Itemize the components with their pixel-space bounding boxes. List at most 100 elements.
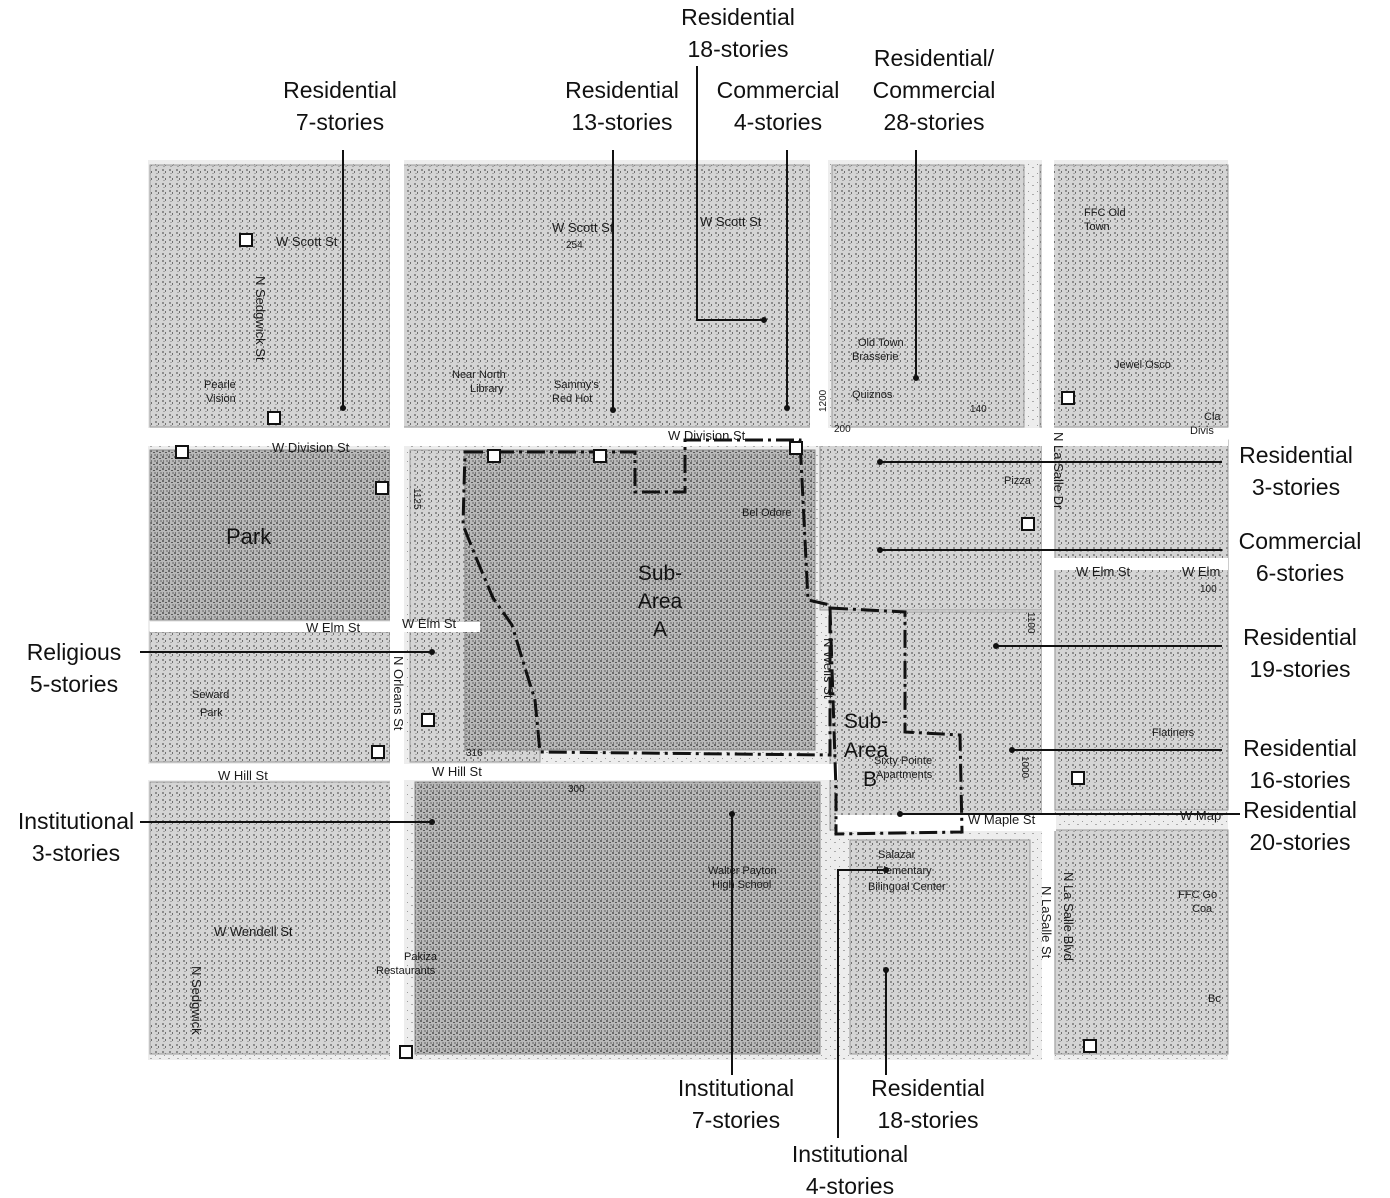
leader-res13-dot <box>610 407 616 413</box>
place-salazar-1: Salazar <box>878 849 916 861</box>
road-w-division <box>148 428 1228 446</box>
addr-316: 316 <box>466 748 483 759</box>
block-ne <box>831 164 1025 428</box>
callout-res18-bot-1: Residential <box>871 1075 985 1101</box>
street-n-lasalle-dr: N La Salle Dr <box>1051 432 1066 510</box>
addr-100: 100 <box>1200 584 1217 595</box>
bus-stop-icon <box>1083 1039 1097 1053</box>
bus-stop-icon <box>1021 517 1035 531</box>
callout-inst3-2: 3-stories <box>32 840 120 866</box>
callout-com6-1: Commercial <box>1239 528 1362 554</box>
subarea-b-line2: Area <box>844 739 889 762</box>
street-n-lasalle-st: N LaSalle St <box>1039 886 1054 959</box>
callout-inst7-2: 7-stories <box>692 1107 780 1133</box>
bus-stop-icon <box>421 713 435 727</box>
callout-res7-1: Residential <box>283 77 397 103</box>
callout-res13-2: 13-stories <box>572 109 673 135</box>
subarea-b-line1: Sub- <box>844 710 888 733</box>
subarea-a-line1: Sub- <box>638 562 682 585</box>
callout-rel5-1: Religious <box>27 639 122 665</box>
street-w-division-2: W Division St <box>668 428 746 443</box>
bus-stop-icon <box>593 449 607 463</box>
block-sw <box>149 781 401 1055</box>
street-w-division-1: W Division St <box>272 440 350 455</box>
leader-res19-dot <box>993 643 999 649</box>
leader-res16-dot <box>1009 747 1015 753</box>
place-jewel-osco: Jewel Osco <box>1114 359 1171 371</box>
place-brasserie-1: Old Town <box>858 337 904 349</box>
place-flatiners: Flatiners <box>1152 727 1195 739</box>
callout-labels: Residential 7-stories Residential 13-sto… <box>18 4 1362 1198</box>
place-pakiza-2: Restaurants <box>376 965 436 977</box>
place-apartments-1: Sixty Pointe <box>874 755 932 767</box>
street-w-maple-1: W Maple St <box>968 812 1036 827</box>
callout-res16-1: Residential <box>1243 735 1357 761</box>
leader-inst4-dot <box>883 867 889 873</box>
street-w-elm-2: W Elm St <box>402 616 457 631</box>
road-w-elm-west <box>150 622 480 632</box>
leader-res7-dot <box>340 405 346 411</box>
place-seward-park-1: Seward <box>192 689 229 701</box>
place-salazar-3: Bilingual Center <box>868 881 946 893</box>
road-n-lasalle <box>1042 160 1054 1060</box>
subarea-a-line3: A <box>653 618 667 641</box>
road-n-wells-n <box>810 160 828 440</box>
place-bel-odore: Bel Odore <box>742 507 792 519</box>
leader-res18-top-dot <box>761 317 767 323</box>
bus-stop-icon <box>371 745 385 759</box>
place-clark-1: Cla <box>1204 411 1221 423</box>
subarea-a-line2: Area <box>638 590 683 613</box>
callout-inst4-1: Institutional <box>792 1141 908 1167</box>
callout-rescom28-2: Commercial <box>873 77 996 103</box>
bus-stop-icon <box>175 445 189 459</box>
callout-inst7-1: Institutional <box>678 1075 794 1101</box>
bus-stop-icon <box>1061 391 1075 405</box>
street-w-scott-3: W Scott St <box>700 214 762 229</box>
callout-res18-top-1: Residential <box>681 4 795 30</box>
street-w-scott-1: W Scott St <box>276 234 338 249</box>
place-pakiza-1: Pakiza <box>404 951 438 963</box>
callout-inst4-2: 4-stories <box>806 1173 894 1198</box>
callout-res18-top-2: 18-stories <box>688 36 789 62</box>
block-seward-park <box>149 631 391 763</box>
callout-inst3-1: Institutional <box>18 808 134 834</box>
place-ffc-gold-1: FFC Go <box>1178 889 1217 901</box>
callout-res20-1: Residential <box>1243 797 1357 823</box>
callout-res13-1: Residential <box>565 77 679 103</box>
callout-res3-2: 3-stories <box>1252 474 1340 500</box>
place-seward-park-2: Park <box>200 707 223 719</box>
place-ffc-old-town-2: Town <box>1084 221 1110 233</box>
place-ffc-gold-2: Coa <box>1192 903 1213 915</box>
street-w-elm-1: W Elm St <box>306 620 361 635</box>
leader-lines <box>140 66 1240 1138</box>
street-n-sedgwick-2: N Sedgwick <box>189 966 204 1035</box>
callout-com4-1: Commercial <box>717 77 840 103</box>
road-w-hill <box>148 764 838 780</box>
leader-res20-dot <box>897 811 903 817</box>
callout-res3-1: Residential <box>1239 442 1353 468</box>
leader-inst7-dot <box>729 811 735 817</box>
place-library-1: Near North <box>452 369 506 381</box>
subarea-b-label: Sub- Area B <box>844 710 889 791</box>
callout-rescom28-3: 28-stories <box>884 109 985 135</box>
bus-stop-icon <box>239 233 253 247</box>
bus-stops <box>175 233 1097 1059</box>
street-w-hill-2: W Hill St <box>432 764 482 779</box>
place-payton-1: Walter Payton <box>708 865 777 877</box>
addr-1125: 1125 <box>411 488 422 510</box>
block-far-ne <box>1039 164 1229 428</box>
place-pizza: Pizza <box>1004 475 1032 487</box>
block-park <box>149 449 391 621</box>
bus-stop-icon <box>789 441 803 455</box>
subarea-b-boundary <box>828 606 964 836</box>
place-payton-2: High School <box>712 879 771 891</box>
addr-1000: 1000 <box>1019 756 1030 779</box>
subarea-boundaries <box>461 438 964 836</box>
map-base <box>148 160 1229 1060</box>
place-ffc-old-town-1: FFC Old <box>1084 207 1126 219</box>
addr-140: 140 <box>970 404 987 415</box>
block-subarea-b <box>829 611 1043 831</box>
place-park: Park <box>226 524 272 549</box>
callout-res16-2: 16-stories <box>1250 767 1351 793</box>
